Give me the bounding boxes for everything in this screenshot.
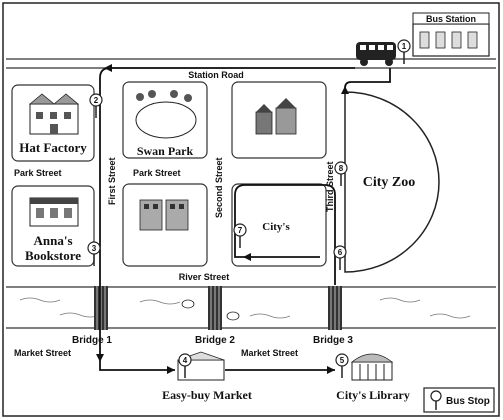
bus-stop-8-number: 8 xyxy=(339,164,344,173)
bus-stop-6: 6 xyxy=(333,245,347,270)
block-gym xyxy=(231,183,327,267)
bus-stop-8: 8 xyxy=(334,161,348,186)
swan-icon xyxy=(181,299,240,321)
bus-stop-5: 5 xyxy=(335,353,349,378)
top-road xyxy=(6,58,496,69)
park-street-left-label: Park Street xyxy=(14,168,62,178)
bus-stop-1: 1 xyxy=(397,39,411,64)
river-street-label: River Street xyxy=(179,272,230,282)
city-zoo-label: City Zoo xyxy=(363,175,416,190)
bus-stop-2: 2 xyxy=(89,93,103,118)
bridge-2-label: Bridge 2 xyxy=(195,335,235,346)
bus-stop-3: 3 xyxy=(87,241,101,266)
bus-station-building xyxy=(412,12,490,57)
annas-bookstore-label-2: Bookstore xyxy=(25,248,81,263)
station-road-label: Station Road xyxy=(188,70,244,80)
market-street-right-label: Market Street xyxy=(241,348,298,358)
bus-stop-1-number: 1 xyxy=(402,42,407,51)
bus-station-label: Bus Station xyxy=(426,14,476,24)
houses-building xyxy=(255,98,297,135)
route-arrows xyxy=(96,64,349,374)
bridge-2 xyxy=(208,286,222,330)
bus-stop-5-number: 5 xyxy=(340,356,345,365)
bus-stop-4-number: 4 xyxy=(183,356,188,365)
easy-buy-market-label: Easy-buy Market xyxy=(162,388,252,402)
bridge-1-label: Bridge 1 xyxy=(72,335,112,346)
swan-park-pond xyxy=(135,90,197,139)
bus-stop-7: 7 xyxy=(233,223,247,248)
first-street-label: First Street xyxy=(107,157,117,205)
city-gym-label: City's xyxy=(262,221,290,233)
market-street-left-label: Market Street xyxy=(14,348,71,358)
legend-label: Bus Stop xyxy=(446,396,490,407)
bus-stop-3-number: 3 xyxy=(92,244,97,253)
second-street-label: Second Street xyxy=(214,157,224,218)
swan-park-label: Swan Park xyxy=(137,144,194,158)
bookstore-building xyxy=(29,197,79,227)
river xyxy=(6,286,496,329)
bus-stop-4: 4 xyxy=(178,353,192,378)
bridge-3-label: Bridge 3 xyxy=(313,335,353,346)
map-frame xyxy=(2,2,500,417)
middle-buildings xyxy=(139,199,189,231)
legend: Bus Stop xyxy=(423,387,495,413)
city-library-label: City's Library xyxy=(336,388,410,402)
park-street-mid-label: Park Street xyxy=(133,168,181,178)
bus-icon xyxy=(356,42,396,66)
bus-stop-legend-icon xyxy=(430,390,442,402)
block-middle xyxy=(122,183,208,267)
bridge-3 xyxy=(328,286,342,330)
bus-stop-2-number: 2 xyxy=(94,96,99,105)
hat-factory-label: Hat Factory xyxy=(19,140,87,155)
city-zoo-area xyxy=(344,91,440,273)
bus-stop-7-number: 7 xyxy=(238,226,243,235)
library-building xyxy=(350,353,394,381)
bus-stop-6-number: 6 xyxy=(338,248,343,257)
hat-factory-building xyxy=(28,93,80,135)
bridge-1 xyxy=(94,286,108,330)
bridges xyxy=(94,286,342,330)
annas-bookstore-label-1: Anna's xyxy=(33,233,72,248)
